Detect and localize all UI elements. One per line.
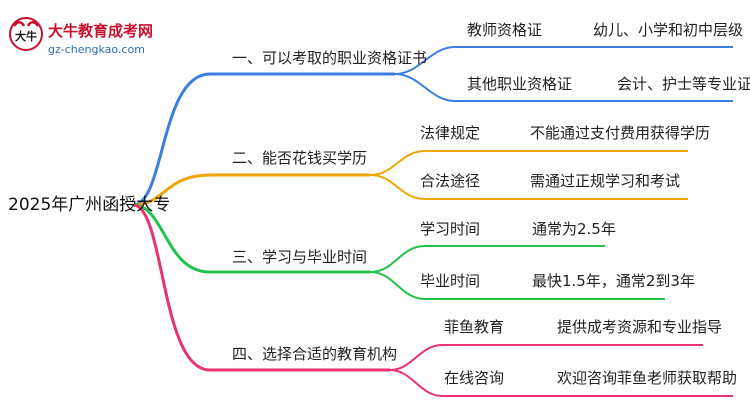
leaf-1-1-name: 教师资格证 <box>467 21 543 39</box>
leaf-4-2-name: 在线咨询 <box>444 369 505 387</box>
site-logo[interactable]: 大牛 大牛教育成考网 gz-chengkao.com <box>4 10 174 56</box>
leaf-3-2-desc: 最快1.5年，通常2到3年 <box>532 272 695 290</box>
bull-logo-icon: 大牛 <box>9 17 43 51</box>
leaf-2-1-name: 法律规定 <box>420 124 481 142</box>
leaf-3-1-name: 学习时间 <box>420 220 481 238</box>
leaf-1-1-desc: 幼儿、小学和初中层级 <box>593 21 744 39</box>
branch-4-label: 四、选择合适的教育机构 <box>232 345 398 363</box>
leaf-2-2-name: 合法途径 <box>420 172 481 190</box>
leaf-4-1-connector <box>389 344 703 371</box>
logo-title: 大牛教育成考网 <box>48 22 154 40</box>
leaf-2-1-desc: 不能通过支付费用获得学历 <box>530 124 711 142</box>
branch-2-label: 二、能否花钱买学历 <box>232 149 368 167</box>
leaf-3-2-name: 毕业时间 <box>420 272 481 290</box>
branch-1-connector <box>132 72 395 207</box>
leaf-2-2-connector <box>369 174 688 200</box>
leaf-4-2-desc: 欢迎咨询菲鱼老师获取帮助 <box>557 369 738 387</box>
leaf-3-1-connector <box>369 245 605 273</box>
leaf-2-2-desc: 需通过正规学习和考试 <box>530 172 681 190</box>
branch-3-connector <box>132 203 370 274</box>
leaf-4-1-desc: 提供成考资源和专业指导 <box>557 318 723 336</box>
leaf-1-2-name: 其他职业资格证 <box>467 75 573 93</box>
leaf-1-2-desc: 会计、护士等专业证书 <box>617 75 750 93</box>
branch-4-connector <box>132 203 390 372</box>
branch-3-label: 三、学习与毕业时间 <box>232 248 368 266</box>
root-node: 2025年广州函授大专 <box>8 195 171 215</box>
leaf-4-2-connector <box>389 369 733 397</box>
leaf-2-1-connector <box>369 150 688 176</box>
logo-mark-text: 大牛 <box>15 29 37 43</box>
leaf-3-2-connector <box>369 271 665 300</box>
branch-1-label: 一、可以考取的职业资格证书 <box>232 49 428 67</box>
leaf-4-1-name: 菲鱼教育 <box>444 318 505 336</box>
leaf-3-1-desc: 通常为2.5年 <box>532 220 616 238</box>
leaf-1-1-connector <box>394 46 733 75</box>
branch-2-connector <box>132 173 370 207</box>
leaf-1-2-connector <box>394 73 733 102</box>
logo-url: gz-chengkao.com <box>48 43 145 56</box>
